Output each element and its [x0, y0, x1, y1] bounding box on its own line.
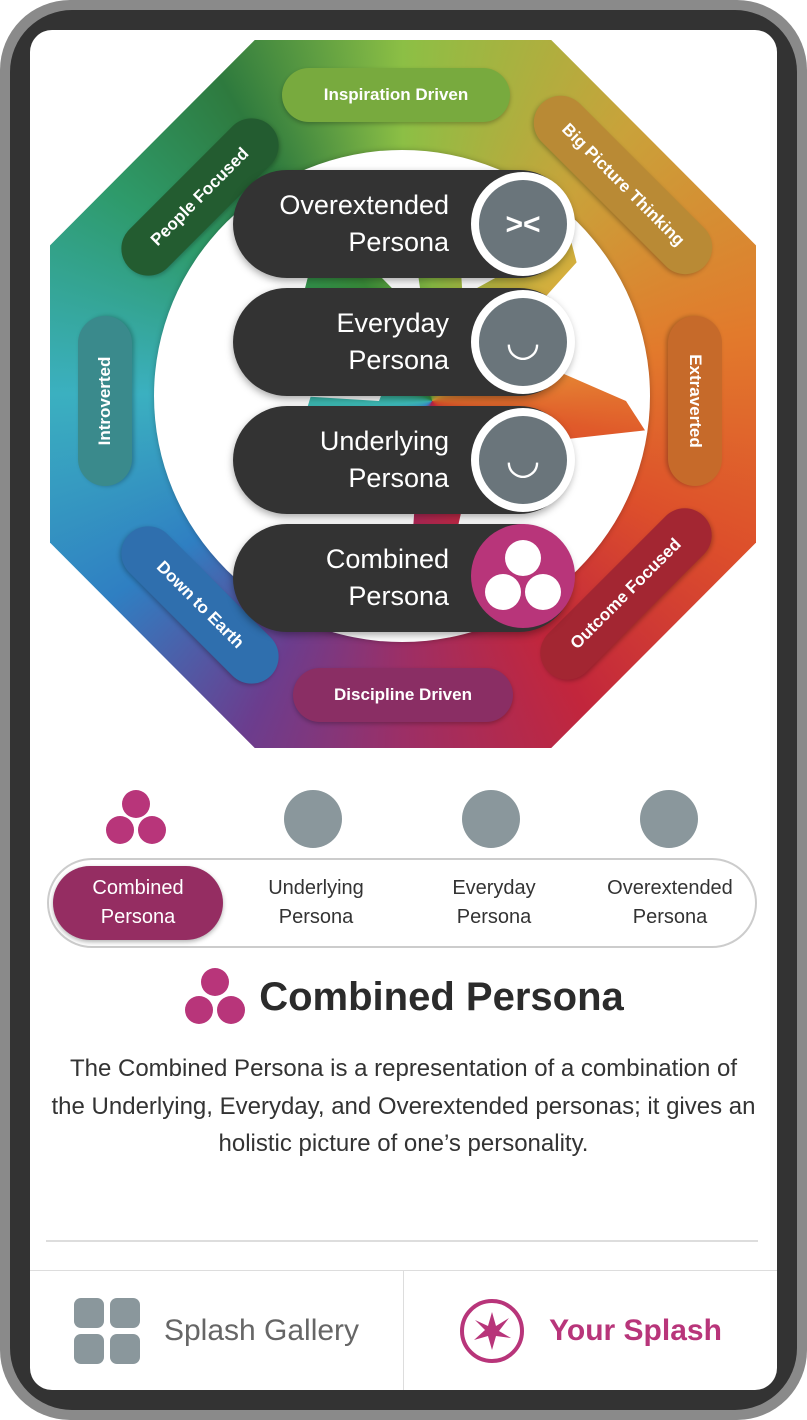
everyday-face-icon — [462, 790, 520, 848]
grid-icon — [73, 1297, 140, 1364]
fab-label: Persona — [348, 581, 449, 611]
persona-heading: Combined Persona — [30, 968, 777, 1026]
persona-icons-row — [30, 790, 777, 850]
fab-label: Everyday — [336, 308, 449, 338]
segment-discipline-driven[interactable]: Discipline Driven — [293, 668, 513, 722]
tab-label: Persona — [632, 906, 708, 928]
nav-label: Your Splash — [549, 1313, 722, 1347]
tab-label: Overextended — [607, 877, 733, 899]
underlying-face-icon — [284, 790, 342, 848]
underlying-face-icon: ◡ — [471, 408, 575, 512]
overextended-face-icon — [640, 790, 698, 848]
segment-introverted[interactable]: Introverted — [78, 316, 132, 486]
persona-description: The Combined Persona is a representation… — [51, 1055, 756, 1157]
divider — [46, 1240, 758, 1242]
combined-persona-icon — [104, 790, 168, 850]
tab-label: Combined — [92, 877, 184, 899]
fab-label: Persona — [348, 463, 449, 493]
tab-label: Persona — [456, 906, 532, 928]
splash-icon — [460, 1298, 525, 1363]
combined-persona-icon — [471, 524, 575, 628]
segment-inspiration-driven[interactable]: Inspiration Driven — [282, 68, 510, 122]
fab-label: Persona — [348, 227, 449, 257]
fab-label: Underlying — [319, 426, 449, 456]
segment-extraverted[interactable]: Extraverted — [668, 316, 722, 486]
page-title: Combined Persona — [259, 974, 624, 1019]
app-screen: Inspiration Driven Big Picture Thinking … — [30, 30, 777, 1390]
fab-label: Overextended — [279, 190, 449, 220]
nav-your-splash[interactable]: Your Splash — [403, 1271, 777, 1390]
fab-label: Combined — [325, 544, 449, 574]
nav-label: Splash Gallery — [163, 1313, 360, 1347]
nav-splash-gallery[interactable]: Splash Gallery — [30, 1271, 403, 1390]
tab-label: Persona — [100, 906, 176, 928]
tab-label: Persona — [278, 906, 354, 928]
tab-label: Underlying — [268, 877, 364, 899]
bottom-nav: Splash Gallery Your Splash — [30, 1270, 777, 1390]
fab-label: Persona — [348, 345, 449, 375]
overextended-face-icon: >< — [471, 172, 575, 276]
tab-label: Everyday — [452, 877, 536, 899]
everyday-face-icon: ◡ — [471, 290, 575, 394]
combined-persona-icon — [183, 968, 247, 1026]
